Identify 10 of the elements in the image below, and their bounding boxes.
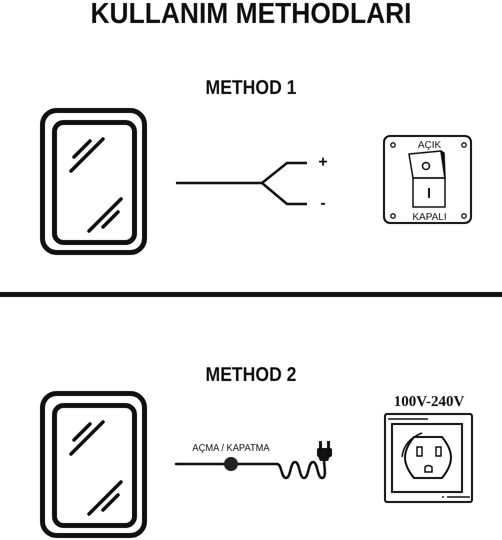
switch-state-label: KAPALI <box>412 212 447 222</box>
section-heading: METHOD 1 <box>206 78 296 98</box>
polarity-label: + <box>318 155 328 171</box>
section-heading: METHOD 2 <box>206 364 296 384</box>
cord-switch-label: AÇMA / KAPATMA <box>192 444 270 454</box>
voltage-label: 100V-240V <box>394 395 464 410</box>
polarity-label: - <box>320 196 326 212</box>
switch-plate <box>383 135 472 224</box>
switch-state-label: AÇIK <box>418 140 442 151</box>
page-title: KULLANIM METHODLARI <box>90 0 412 29</box>
